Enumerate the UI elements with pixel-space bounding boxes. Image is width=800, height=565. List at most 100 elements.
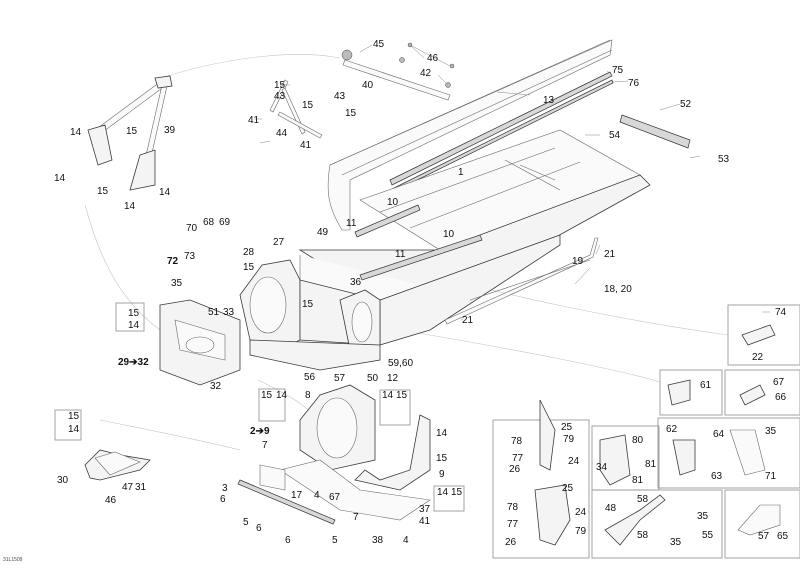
callout-14: 14: [70, 127, 82, 138]
callout-35: 35: [765, 426, 777, 437]
callout-57: 57: [758, 531, 770, 542]
callout-24: 24: [568, 456, 580, 467]
leader-lines: [254, 44, 770, 321]
callout-14: 14: [159, 187, 171, 198]
callout-11: 11: [346, 218, 357, 229]
callout-63: 63: [711, 471, 723, 482]
callout-81: 81: [645, 459, 657, 470]
callout-5: 5: [243, 517, 249, 528]
front-frame: [239, 259, 381, 371]
callout-14: 14: [436, 428, 448, 439]
callout-61: 61: [700, 380, 712, 391]
callout-38: 38: [372, 535, 384, 546]
callout-48: 48: [605, 503, 617, 514]
callout-34: 34: [596, 462, 608, 473]
box-bracket-66: [724, 369, 800, 416]
callout-55: 55: [702, 530, 714, 541]
callout-71: 71: [765, 471, 777, 482]
callout-49: 49: [317, 227, 329, 238]
callout-69: 69: [219, 217, 231, 228]
callout-77: 77: [507, 519, 519, 530]
callout-74: 74: [775, 307, 787, 318]
callout-21: 21: [462, 315, 474, 326]
callout-58: 58: [637, 530, 649, 541]
callout-26: 26: [509, 464, 521, 475]
callout-1: 1: [458, 167, 464, 178]
callout-78: 78: [511, 436, 523, 447]
callout-59-60: 59,60: [388, 358, 413, 369]
callout-44: 44: [276, 128, 288, 139]
callout-43: 43: [334, 91, 346, 102]
callout-29-32: 29➔32: [118, 357, 149, 368]
callout-labels: 45 46 42 40 15 43 15 43 15 41 44 41 13 7…: [3, 39, 789, 563]
callout-65: 65: [777, 531, 789, 542]
callout-46: 46: [105, 495, 117, 506]
callout-51: 51: [208, 307, 220, 318]
callout-41: 41: [248, 115, 260, 126]
callout-17: 17: [291, 490, 303, 501]
callout-33: 33: [223, 307, 235, 318]
callout-32: 32: [210, 381, 222, 392]
box-hardware-15-14-d: [115, 302, 145, 332]
callout-31: 31: [135, 482, 147, 493]
callout-80: 80: [632, 435, 644, 446]
callout-12: 12: [387, 373, 399, 384]
callout-37: 37: [419, 504, 431, 515]
callout-15: 15: [68, 411, 80, 422]
callout-25: 25: [562, 483, 574, 494]
steering-linkage: [269, 42, 455, 139]
callout-64: 64: [713, 429, 725, 440]
callout-24: 24: [575, 507, 587, 518]
callout-28: 28: [243, 247, 255, 258]
callout-5: 5: [332, 535, 338, 546]
callout-15: 15: [451, 487, 463, 498]
callout-15: 15: [396, 390, 408, 401]
box-bracket-48: [591, 489, 723, 559]
callout-19: 19: [572, 256, 584, 267]
callout-78: 78: [507, 502, 519, 513]
callout-72: 72: [167, 256, 179, 267]
detail-parts: [534, 324, 781, 546]
callout-6: 6: [220, 494, 226, 505]
nose-pan: [159, 299, 241, 386]
front-bumper: [84, 449, 151, 481]
callout-36: 36: [350, 277, 362, 288]
callout-77: 77: [512, 453, 524, 464]
callout-46: 46: [427, 53, 439, 64]
callout-7: 7: [262, 440, 268, 451]
callout-13: 13: [543, 95, 555, 106]
drawing-code: 31L1509: [3, 557, 23, 563]
callout-47: 47: [122, 482, 134, 493]
box-bracket-61: [659, 369, 723, 416]
callout-25: 25: [561, 422, 573, 433]
callout-15: 15: [243, 262, 255, 273]
callout-14: 14: [54, 173, 66, 184]
callout-15: 15: [274, 80, 286, 91]
callout-68: 68: [203, 217, 215, 228]
box-hardware-14-15-c: [433, 485, 465, 512]
callout-22: 22: [752, 352, 764, 363]
callout-4: 4: [403, 535, 409, 546]
callout-67: 67: [773, 377, 785, 388]
callout-81: 81: [632, 475, 644, 486]
callout-27: 27: [273, 237, 285, 248]
callout-42: 42: [420, 68, 432, 79]
callout-15: 15: [126, 126, 138, 137]
callout-15: 15: [128, 308, 140, 319]
callout-79: 79: [563, 434, 575, 445]
callout-62: 62: [666, 424, 678, 435]
steering-column: [87, 75, 173, 191]
callout-39: 39: [164, 125, 176, 136]
callout-14: 14: [437, 487, 449, 498]
callout-35: 35: [670, 537, 682, 548]
callout-26: 26: [505, 537, 517, 548]
callout-15: 15: [436, 453, 448, 464]
callout-6: 6: [285, 535, 291, 546]
box-bracket-65: [724, 489, 800, 559]
callout-57: 57: [334, 373, 346, 384]
callout-70: 70: [186, 223, 198, 234]
box-bracket-62: [657, 417, 800, 489]
front-suspension-frame: [237, 384, 431, 525]
callout-4: 4: [314, 490, 320, 501]
